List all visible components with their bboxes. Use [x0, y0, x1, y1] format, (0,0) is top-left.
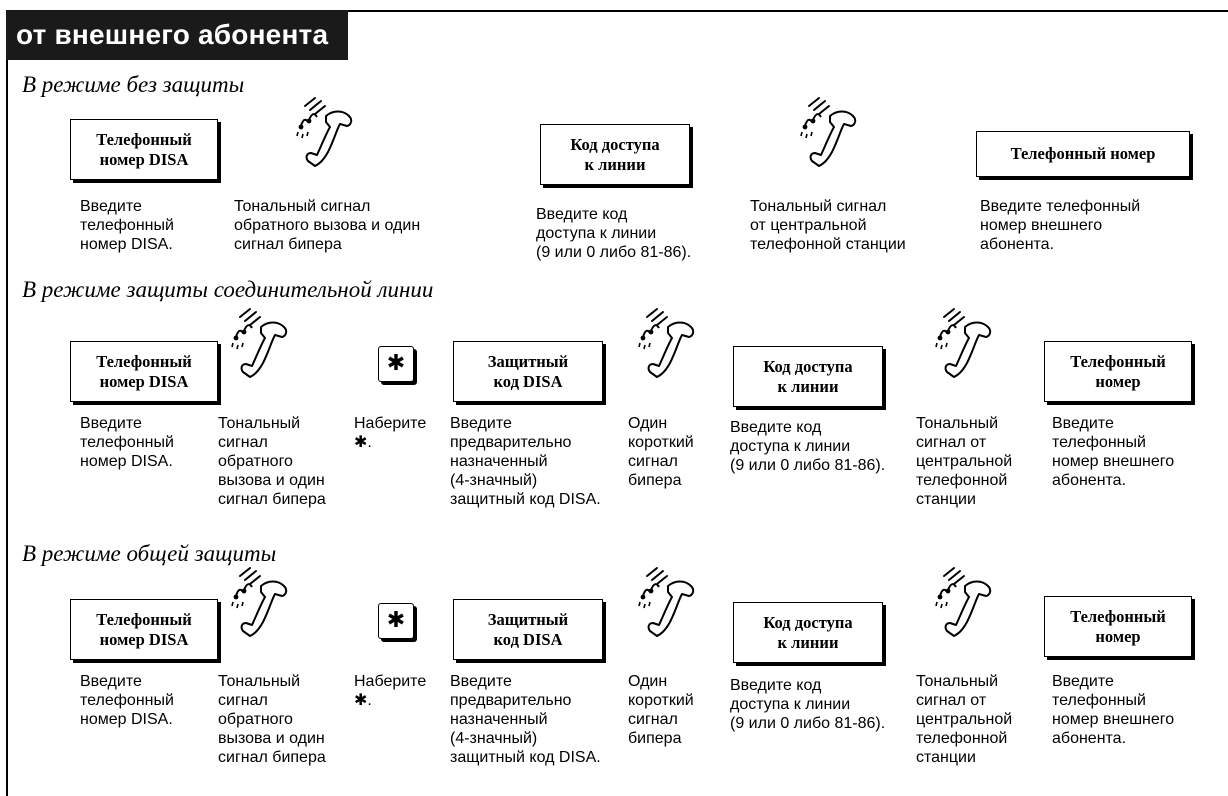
- phone-number-key: Телефонный номер: [976, 131, 1190, 177]
- phone-tone-icon: [635, 307, 701, 383]
- phone-tone-icon: [228, 566, 294, 642]
- desc-ringback-tone: Тональный сигнал обратного вызова и один…: [218, 415, 326, 508]
- mode-title-trunk-security: В режиме защиты соединительной линии: [22, 277, 434, 302]
- desc-ringback-tone: Тональный сигнал обратного вызова и один…: [234, 198, 421, 253]
- line-access-code-key: Код доступа к линии: [733, 346, 883, 407]
- desc-enter-phone-number: Введите телефонный номер внешнего абонен…: [1052, 673, 1175, 747]
- disa-number-key: Телефонный номер DISA: [70, 341, 218, 402]
- desc-enter-security-code: Введите предварительно назначенный (4-зн…: [450, 415, 601, 508]
- phone-tone-icon: [797, 96, 863, 172]
- desc-enter-line-access-code: Введите код доступа к линии (9 или 0 либ…: [536, 206, 692, 261]
- desc-co-dial-tone: Тональный сигнал от центральной телефонн…: [916, 415, 1013, 508]
- desc-enter-disa-number: Введите телефонный номер DISA.: [80, 198, 174, 253]
- line-access-code-key: Код доступа к линии: [540, 124, 690, 185]
- desc-enter-disa-number: Введите телефонный номер DISA.: [80, 415, 174, 470]
- desc-enter-phone-number: Введите телефонный номер внешнего абонен…: [980, 198, 1141, 253]
- frame-left-line: [6, 60, 8, 796]
- desc-co-dial-tone: Тональный сигнал от центральной телефонн…: [750, 198, 906, 253]
- disa-number-key: Телефонный номер DISA: [70, 599, 218, 660]
- phone-tone-icon: [228, 307, 294, 383]
- desc-enter-security-code: Введите предварительно назначенный (4-зн…: [450, 673, 601, 766]
- phone-tone-icon: [293, 96, 359, 172]
- desc-dial-star: Наберите ✱.: [354, 673, 427, 709]
- desc-short-beep: Один короткий сигнал бипера: [628, 415, 694, 489]
- desc-ringback-tone: Тональный сигнал обратного вызова и один…: [218, 673, 326, 766]
- desc-dial-star: Наберите ✱.: [354, 415, 427, 451]
- desc-enter-line-access-code: Введите код доступа к линии (9 или 0 либ…: [730, 419, 886, 474]
- line-access-code-key: Код доступа к линии: [733, 602, 883, 663]
- frame-top-line: [348, 10, 1228, 12]
- star-key-icon: ✱: [378, 603, 414, 639]
- phone-tone-icon: [635, 566, 701, 642]
- section-header: от внешнего абонента: [6, 10, 348, 60]
- disa-security-code-key: Защитный код DISA: [453, 341, 603, 402]
- desc-enter-phone-number: Введите телефонный номер внешнего абонен…: [1052, 415, 1175, 489]
- disa-security-code-key: Защитный код DISA: [453, 599, 603, 660]
- desc-short-beep: Один короткий сигнал бипера: [628, 673, 694, 747]
- mode-title-general-security: В режиме общей защиты: [22, 541, 277, 566]
- phone-number-key: Телефонный номер: [1044, 341, 1192, 402]
- desc-enter-disa-number: Введите телефонный номер DISA.: [80, 673, 174, 728]
- desc-enter-line-access-code: Введите код доступа к линии (9 или 0 либ…: [730, 677, 886, 732]
- star-key-icon: ✱: [378, 346, 414, 382]
- phone-tone-icon: [932, 566, 998, 642]
- phone-number-key: Телефонный номер: [1044, 596, 1192, 657]
- mode-title-unprotected: В режиме без защиты: [22, 72, 245, 97]
- desc-co-dial-tone: Тональный сигнал от центральной телефонн…: [916, 673, 1013, 766]
- disa-number-key: Телефонный номер DISA: [70, 119, 218, 180]
- phone-tone-icon: [932, 307, 998, 383]
